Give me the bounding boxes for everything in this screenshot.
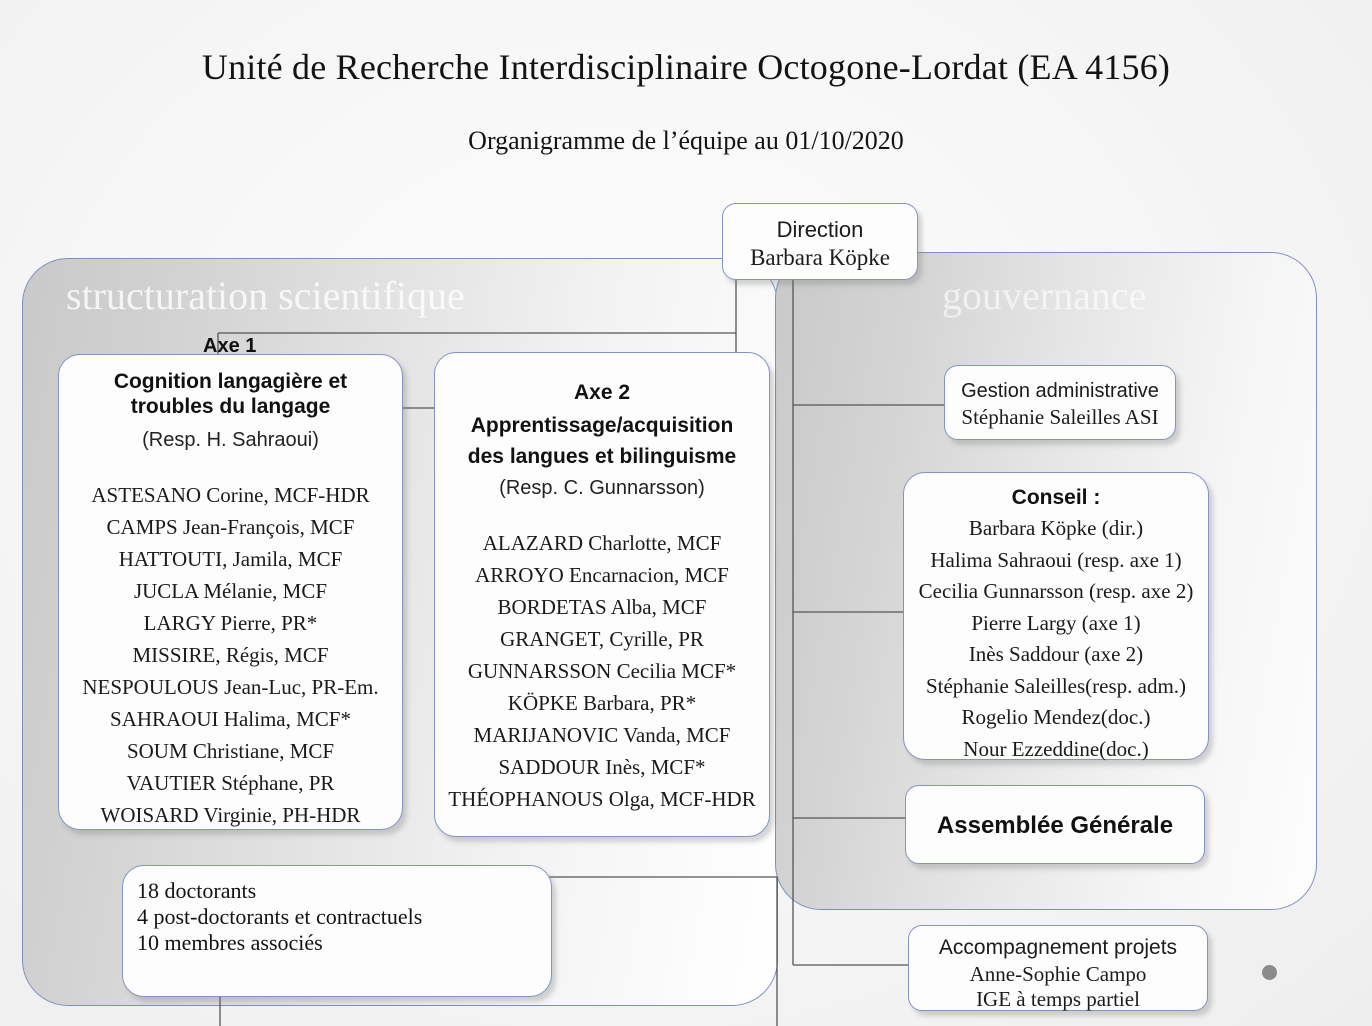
node-gestion-administrative[interactable]: Gestion administrative Stéphanie Saleill…: [944, 365, 1176, 440]
list-item: GUNNARSSON Cecilia MCF*: [467, 659, 737, 683]
list-item: Inès Saddour (axe 2): [968, 642, 1144, 666]
list-item: WOISARD Virginie, PH-HDR: [100, 803, 361, 827]
list-item: ASTESANO Corine, MCF-HDR: [91, 483, 370, 507]
node-assemblee-generale[interactable]: Assemblée Générale: [905, 785, 1205, 864]
axe2-label: Axe 2: [573, 381, 631, 404]
list-item: Nour Ezzeddine(doc.): [963, 736, 1149, 761]
doctorants-line-1: 18 doctorants: [137, 878, 257, 903]
axe1-member-list: ASTESANO Corine, MCF-HDR CAMPS Jean-Fran…: [67, 479, 394, 831]
axe1-heading-line2: troubles du langage: [130, 395, 331, 418]
decorative-dot-icon: [1262, 965, 1277, 980]
doctorants-line-2: 4 post-doctorants et contractuels: [137, 904, 423, 929]
node-doctorants[interactable]: 18 doctorants 4 post-doctorants et contr…: [122, 865, 552, 997]
list-item: KÖPKE Barbara, PR*: [507, 691, 697, 715]
list-item: SADDOUR Inès, MCF*: [498, 755, 706, 779]
list-item: BORDETAS Alba, MCF: [497, 595, 707, 619]
axe2-responsible: (Resp. C. Gunnarsson): [499, 477, 705, 499]
list-item: Barbara Köpke (dir.): [968, 516, 1144, 540]
list-item: GRANGET, Cyrille, PR: [500, 627, 704, 651]
node-axe1[interactable]: Cognition langagière et troubles du lang…: [58, 354, 403, 830]
list-item: NESPOULOUS Jean-Luc, PR-Em.: [82, 675, 379, 699]
accompagnement-person: Anne-Sophie Campo: [969, 962, 1147, 986]
node-conseil[interactable]: Conseil : Barbara Köpke (dir.) Halima Sa…: [903, 472, 1209, 761]
axe2-heading-line1: Apprentissage/acquisition: [470, 414, 734, 437]
list-item: HATTOUTI, Jamila, MCF: [118, 547, 343, 571]
assemblee-heading: Assemblée Générale: [936, 812, 1174, 839]
list-item: Pierre Largy (axe 1): [971, 610, 1141, 635]
doctorants-line-3: 10 membres associés: [137, 930, 323, 955]
list-item: SAHRAOUI Halima, MCF*: [110, 707, 351, 731]
list-item: JUCLA Mélanie, MCF: [133, 579, 328, 603]
list-item: CAMPS Jean-François, MCF: [106, 515, 355, 539]
gestion-role: Gestion administrative: [961, 380, 1159, 402]
direction-person: Barbara Köpke: [750, 245, 890, 270]
axe2-member-list: ALAZARD Charlotte, MCF ARROYO Encarnacio…: [443, 527, 761, 815]
page-title: Unité de Recherche Interdisciplinaire Oc…: [201, 47, 1171, 87]
axe1-label: Axe 1: [203, 335, 257, 357]
accompagnement-role: Accompagnement projets: [938, 936, 1178, 959]
conseil-member-list: Barbara Köpke (dir.) Halima Sahraoui (re…: [904, 513, 1208, 765]
list-item: LARGY Pierre, PR*: [143, 611, 318, 635]
axe1-responsible: (Resp. H. Sahraoui): [142, 429, 319, 451]
list-item: ALAZARD Charlotte, MCF: [482, 531, 722, 555]
list-item: Cecilia Gunnarsson (resp. axe 2): [918, 579, 1194, 603]
list-item: MISSIRE, Régis, MCF: [132, 643, 329, 667]
list-item: MARIJANOVIC Vanda, MCF: [473, 723, 731, 747]
accompagnement-detail: IGE à temps partiel: [976, 987, 1140, 1011]
list-item: VAUTIER Stéphane, PR: [126, 771, 335, 795]
node-axe2[interactable]: Axe 2 Apprentissage/acquisition des lang…: [434, 352, 770, 837]
list-item: Stéphanie Saleilles(resp. adm.): [925, 673, 1187, 698]
list-item: SOUM Christiane, MCF: [126, 739, 335, 763]
axe1-heading-line1: Cognition langagière et: [113, 370, 348, 393]
list-item: ARROYO Encarnacion, MCF: [475, 563, 729, 587]
direction-role: Direction: [776, 217, 864, 242]
axe2-heading-line2: des langues et bilinguisme: [467, 445, 737, 468]
node-direction[interactable]: Direction Barbara Köpke: [722, 203, 918, 280]
list-item: THÉOPHANOUS Olga, MCF-HDR: [448, 787, 756, 811]
node-accompagnement-projets[interactable]: Accompagnement projets Anne-Sophie Campo…: [908, 925, 1208, 1011]
list-item: Halima Sahraoui (resp. axe 1): [930, 547, 1182, 572]
list-item: Rogelio Mendez(doc.): [961, 705, 1151, 729]
conseil-heading: Conseil :: [1011, 486, 1101, 509]
page-subtitle: Organigramme de l’équipe au 01/10/2020: [468, 126, 904, 155]
gestion-person: Stéphanie Saleilles ASI: [961, 405, 1159, 429]
